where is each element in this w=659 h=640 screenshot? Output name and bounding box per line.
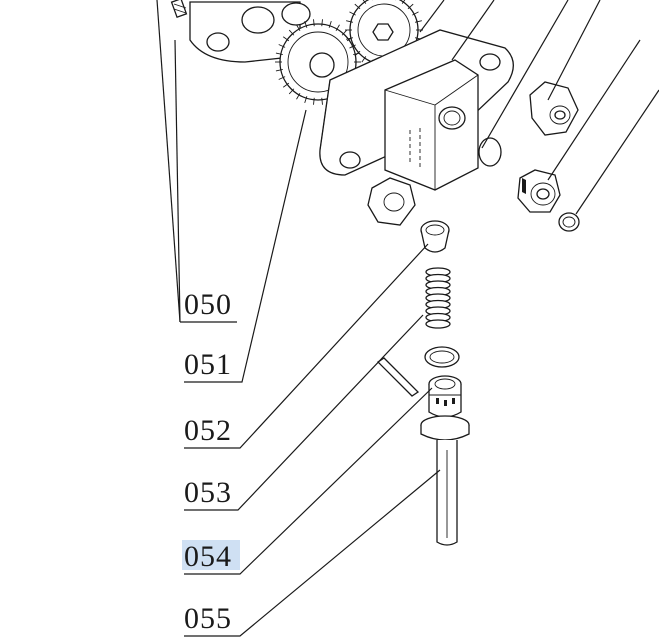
gear-tooth <box>321 97 323 105</box>
compression-spring <box>425 267 451 329</box>
gear-tooth <box>304 20 308 28</box>
gear-tooth <box>296 92 301 100</box>
pump-body-assembly <box>170 0 580 232</box>
gear-tooth <box>354 3 361 10</box>
washer-a <box>478 137 502 167</box>
threaded-fitting-right <box>517 169 561 213</box>
gear-tooth <box>296 24 301 32</box>
seal-ring <box>424 346 460 368</box>
hex-nut-left <box>367 177 416 226</box>
callout-050[interactable]: 050 <box>184 288 232 321</box>
gear-tooth <box>354 50 361 57</box>
valve-block <box>384 59 479 191</box>
gear-tooth <box>282 36 290 42</box>
gear-tooth <box>288 29 295 36</box>
highlight-054 <box>182 540 240 570</box>
gear-tooth <box>335 24 340 32</box>
gear-tooth <box>304 96 308 104</box>
gear-tooth <box>407 3 414 10</box>
gear-tooth <box>328 20 332 28</box>
callout-labels: 050 051 052 053 054 055 <box>182 288 240 635</box>
callout-055[interactable]: 055 <box>184 602 232 635</box>
plunger-barrel <box>376 357 462 418</box>
gear-tooth <box>313 19 315 27</box>
gear-tooth <box>275 69 283 72</box>
gear-tooth <box>278 44 286 48</box>
gear-tooth <box>313 97 315 105</box>
gear-tooth <box>282 82 290 88</box>
left-flange <box>170 0 311 63</box>
washer-b <box>558 212 580 232</box>
gear-tooth <box>362 0 367 4</box>
gear-tooth <box>275 52 283 55</box>
gear-tooth <box>361 56 367 63</box>
hex-nut-right-upper <box>529 81 579 136</box>
gear-tooth <box>346 37 354 40</box>
callout-053[interactable]: 053 <box>184 476 232 509</box>
callout-052[interactable]: 052 <box>184 414 232 447</box>
leader-lines <box>156 0 659 637</box>
gear-tooth <box>349 44 356 49</box>
gear-tooth <box>346 20 354 23</box>
gear-tooth <box>341 29 348 36</box>
gear-tooth <box>414 20 422 23</box>
gear-tooth <box>401 0 406 4</box>
gear-tooth <box>288 88 295 95</box>
gear-tooth <box>412 11 419 16</box>
callout-051[interactable]: 051 <box>184 348 232 381</box>
gear-tooth <box>321 19 323 27</box>
gear-tooth <box>349 11 356 16</box>
plunger-shaft <box>420 415 470 546</box>
spring-coil <box>425 319 451 329</box>
gear-tooth <box>278 76 286 80</box>
callout-054[interactable]: 054 <box>184 540 232 573</box>
